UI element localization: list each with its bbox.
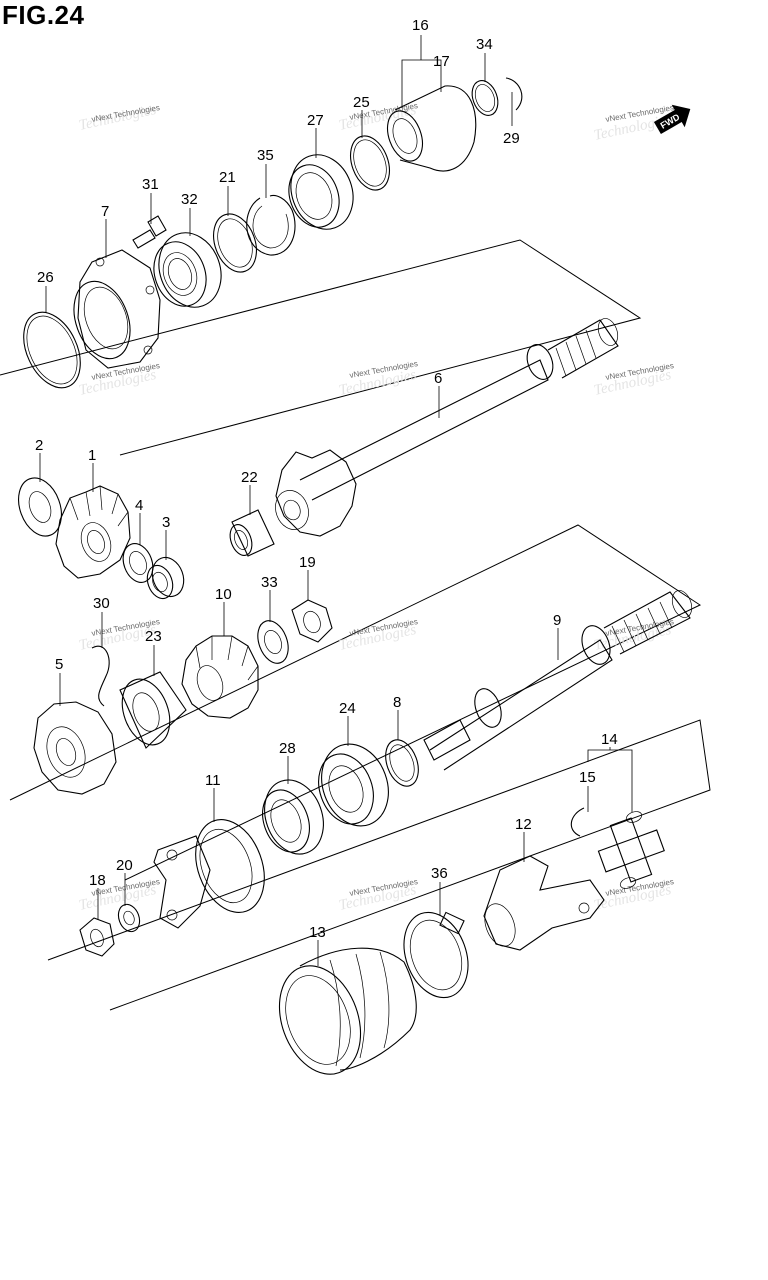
callout-23: 23	[145, 628, 162, 645]
callout-7: 7	[101, 203, 109, 220]
callout-5: 5	[55, 656, 63, 673]
part-25-o-ring	[350, 135, 390, 191]
callout-1: 1	[88, 447, 96, 464]
part-8-ring	[385, 739, 419, 787]
part-22-needle-bearing	[229, 509, 275, 557]
part-2-washer	[18, 477, 62, 537]
callout-24: 24	[339, 700, 356, 717]
panel-lower-shaft	[47, 719, 711, 1011]
part-27-oil-seal	[288, 154, 354, 230]
part-30-clip	[91, 645, 110, 707]
callout-35: 35	[257, 147, 274, 164]
part-36-hose-clamp	[403, 911, 469, 999]
callout-2: 2	[35, 437, 43, 454]
part-12-slip-yoke	[483, 855, 605, 951]
part-33-washer	[257, 620, 289, 664]
callout-28: 28	[279, 740, 296, 757]
part-3-nut	[146, 556, 185, 600]
part-14-cross-joint	[597, 811, 665, 889]
part-21-shim	[213, 213, 257, 273]
part-17-sleeve	[386, 85, 477, 172]
callout-6: 6	[434, 370, 442, 387]
callout-16: 16	[412, 17, 429, 34]
part-5-bevel-gear	[33, 701, 117, 795]
callout-11: 11	[205, 772, 221, 789]
part-15-circlip	[570, 807, 585, 837]
part-7-bearing-housing	[73, 249, 161, 369]
part-31-bolt	[132, 215, 167, 249]
part-19-nut	[291, 599, 333, 643]
part-32-bearing	[153, 232, 222, 308]
callout-19: 19	[299, 554, 316, 571]
watermarks: Technologies vNext Technologies Technolo…	[78, 101, 675, 914]
part-34-ring	[471, 80, 499, 116]
callout-29: 29	[503, 130, 520, 147]
callout-4: 4	[135, 497, 143, 514]
callout-8: 8	[393, 694, 401, 711]
panel-middle-shaft	[9, 524, 702, 881]
callout-21: 21	[219, 169, 236, 186]
callout-10: 10	[215, 586, 232, 603]
part-10-spur-gear	[181, 635, 259, 719]
callout-36: 36	[431, 865, 448, 882]
part-20-washer	[117, 903, 141, 933]
part-1-bevel-gear	[55, 485, 131, 579]
part-29-circlip	[505, 77, 523, 111]
part-28-oil-seal	[262, 779, 324, 855]
part-26-o-ring	[23, 311, 81, 389]
part-6-pinion-shaft	[275, 318, 619, 537]
part-9-output-shaft	[423, 590, 693, 771]
panel-upper-shaft	[0, 239, 642, 456]
callout-17: 17	[433, 53, 450, 70]
part-4-washer	[122, 543, 154, 583]
part-24-bearing	[318, 743, 389, 827]
callout-34: 34	[476, 36, 493, 53]
callout-14: 14	[601, 731, 618, 748]
callout-3: 3	[162, 514, 170, 531]
callout-12: 12	[515, 816, 532, 833]
callout-15: 15	[579, 769, 596, 786]
callout-13: 13	[309, 924, 326, 941]
part-23-bearing	[119, 671, 187, 749]
callout-31: 31	[142, 176, 159, 193]
callout-27: 27	[307, 112, 324, 129]
figure-title: FIG.24	[2, 0, 85, 30]
part-11-yoke	[153, 819, 265, 929]
callout-30: 30	[93, 595, 110, 612]
callout-9: 9	[553, 612, 561, 629]
part-13-rubber-boot	[278, 947, 417, 1075]
part-18-nut	[79, 917, 115, 957]
callout-18: 18	[89, 872, 106, 889]
callout-22: 22	[241, 469, 258, 486]
part-35-snap-ring	[246, 194, 296, 256]
callout-numbers: 16 17 34 29 25 27 35 31 21 32 7 26 6 2 1…	[35, 17, 618, 941]
callout-20: 20	[116, 857, 133, 874]
callout-32: 32	[181, 191, 198, 208]
callout-25: 25	[353, 94, 370, 111]
leader-lines	[39, 35, 633, 966]
callout-26: 26	[37, 269, 54, 286]
callout-33: 33	[261, 574, 278, 591]
